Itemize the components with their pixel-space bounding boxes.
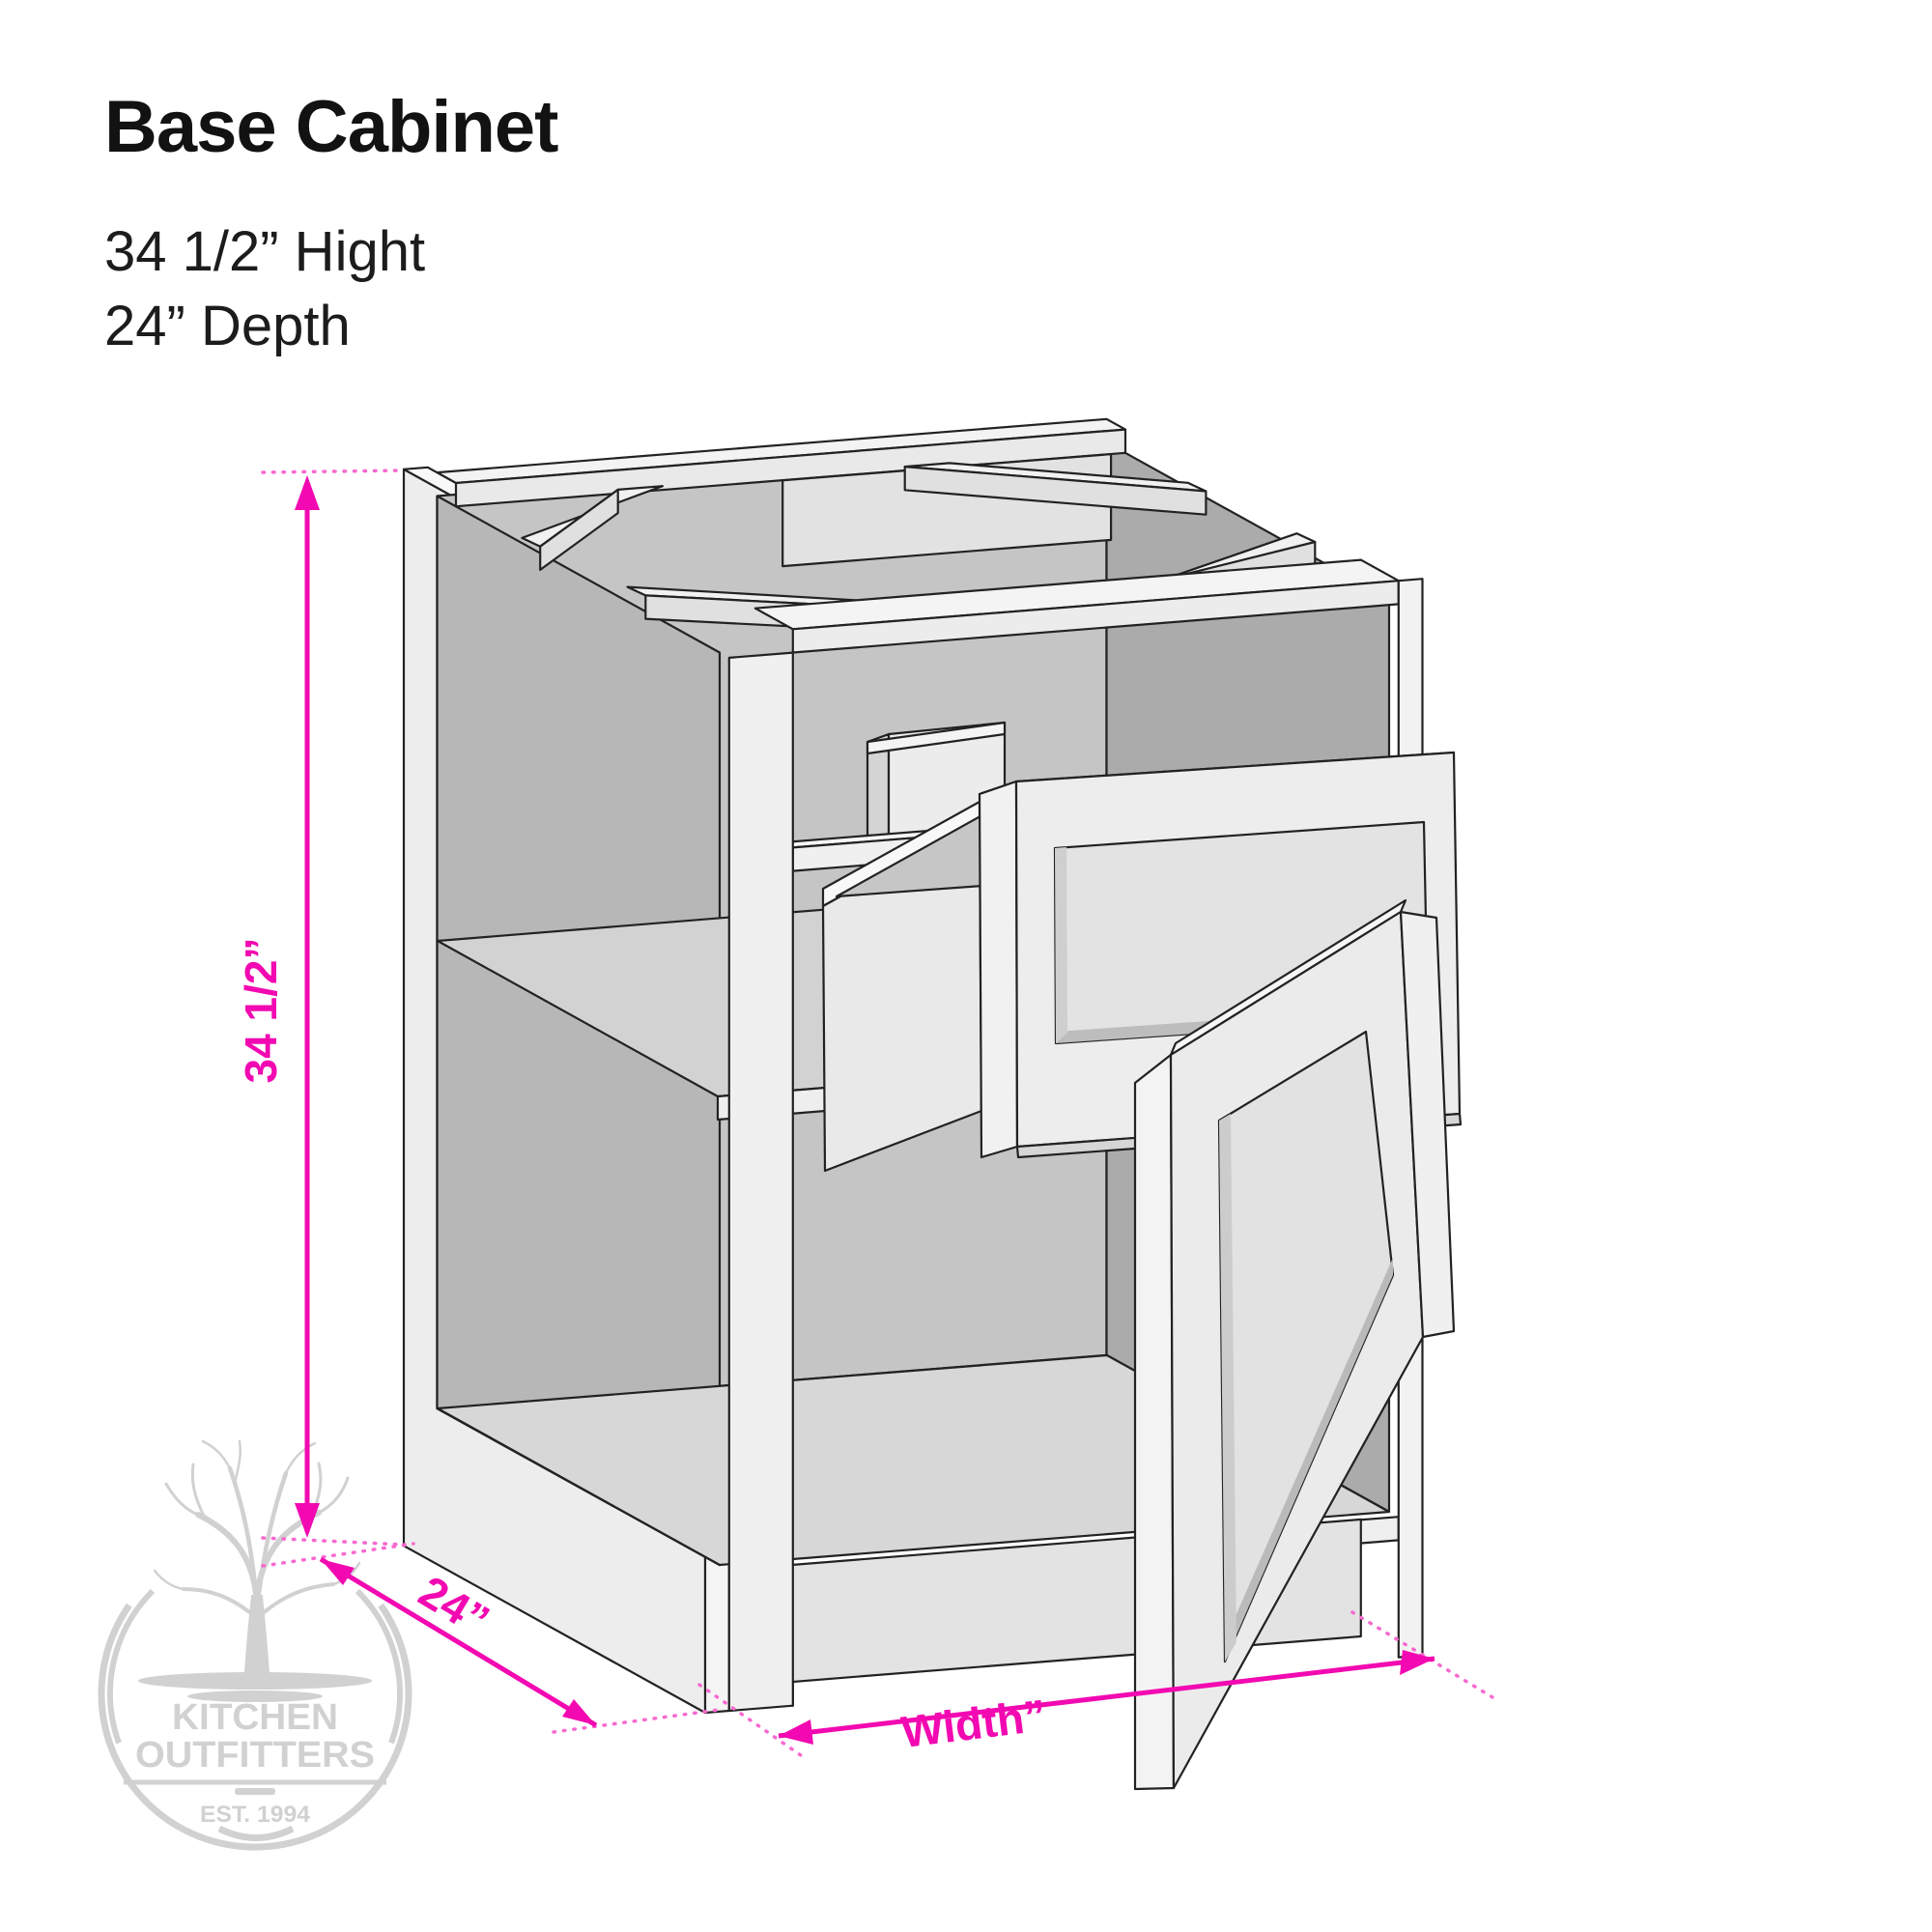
badge-bottom-arc — [217, 1825, 295, 1841]
width-dimension-arrow — [778, 1650, 1435, 1745]
width-ext-right — [1350, 1610, 1494, 1699]
height-dimension-label: 34 1/2” — [236, 938, 286, 1084]
page-title: Base Cabinet — [104, 86, 558, 168]
depth-dimension-arrow — [319, 1556, 598, 1728]
height-ext-bottom — [261, 1536, 407, 1547]
ground-shadow-small — [187, 1690, 323, 1702]
badge-circle — [98, 1603, 412, 1851]
size-specs: 34 1/2” Hight 24” Depth — [104, 214, 425, 363]
door-hinge-edge — [1399, 910, 1456, 1339]
badge-arc-left — [107, 1588, 156, 1745]
drawer-panel-shadow-left — [1055, 847, 1067, 1043]
watermark-name-line1: KITCHEN — [172, 1697, 338, 1738]
door-leading-edge — [1133, 1053, 1176, 1791]
tree-icon — [138, 1439, 372, 1702]
height-spec: 34 1/2” Hight — [104, 220, 426, 283]
watermark-name-line2: OUTFITTERS — [135, 1735, 375, 1776]
door-panel-shadow-left — [1219, 1114, 1236, 1662]
depth-spec: 24” Depth — [104, 295, 351, 357]
badge-arc-right — [355, 1588, 403, 1745]
badge-dash — [235, 1788, 275, 1795]
ground-shadow — [138, 1672, 372, 1690]
height-dimension-arrow — [295, 475, 320, 1538]
arrowhead-downright-icon — [562, 1699, 596, 1725]
arrowhead-down-icon — [295, 1503, 320, 1538]
width-dimension-label: Width” — [898, 1690, 1049, 1757]
left-front-stile — [727, 651, 794, 1713]
depth-ext-back — [261, 1542, 415, 1568]
drawer-front-left-edge — [978, 780, 1019, 1159]
door-panel-shadow-bottom — [1225, 1258, 1393, 1662]
arrowhead-left-icon — [779, 1719, 813, 1745]
watermark-logo: KITCHEN OUTFITTERS EST. 1994 — [98, 1439, 412, 1851]
arrowhead-up-icon — [295, 475, 320, 510]
width-ext-left — [697, 1683, 810, 1762]
arrowhead-right-icon — [1400, 1650, 1435, 1675]
arrowhead-upleft-icon — [321, 1559, 355, 1585]
depth-ext-front — [552, 1708, 721, 1734]
back-rail-front — [454, 428, 1127, 508]
cabinet-illustration — [402, 417, 1463, 1791]
height-ext-top — [261, 469, 406, 474]
cabinet-door — [1133, 898, 1456, 1791]
watermark-established: EST. 1994 — [200, 1802, 311, 1828]
extension-lines — [261, 469, 1494, 1762]
